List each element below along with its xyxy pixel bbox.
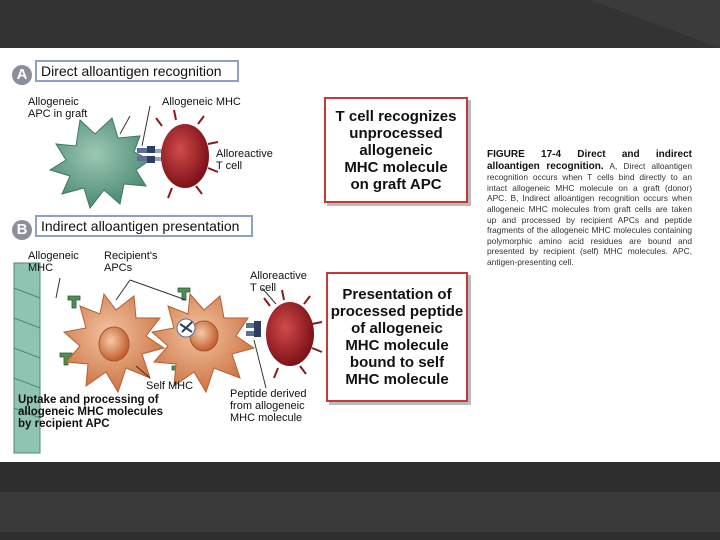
callout-direct: T cell recognizes unprocessed allogeneic… <box>324 97 468 203</box>
label-graft-apc: Allogeneic APC in graft <box>28 96 87 120</box>
leader-apc-a <box>120 116 130 134</box>
panel-a-letter: A <box>12 65 32 85</box>
slide-corner-decoration <box>590 0 720 48</box>
figure-caption: FIGURE 17-4 Direct and indirect alloanti… <box>487 149 692 268</box>
slide-top-band <box>0 0 720 48</box>
panel-a-title: Direct alloantigen recognition <box>35 60 239 82</box>
graft-apc-cell <box>50 118 150 208</box>
callout-indirect-text: Presentation of processed peptide of all… <box>331 286 464 388</box>
alloreactive-tcell-a <box>156 110 218 198</box>
slide-bottom-stripe <box>0 492 720 532</box>
label-alloreactive-tcell-a: Alloreactive T cell <box>216 148 273 172</box>
panel-b-title: Indirect alloantigen presentation <box>35 215 253 237</box>
label-uptake-processing: Uptake and processing of allogeneic MHC … <box>18 394 163 430</box>
callout-direct-text: T cell recognizes unprocessed allogeneic… <box>336 108 457 193</box>
leader-peptide <box>254 340 266 388</box>
label-recipient-apcs: Recipient's APCs <box>104 250 157 274</box>
panel-b-letter: B <box>12 220 32 240</box>
label-allogeneic-mhc-b: Allogeneic MHC <box>28 250 79 274</box>
label-self-mhc: Self MHC <box>146 380 193 392</box>
leader-apcs-b <box>116 280 130 300</box>
label-alloreactive-tcell-b: Alloreactive T cell <box>250 270 307 294</box>
callout-indirect: Presentation of processed peptide of all… <box>326 272 468 402</box>
label-peptide-derived: Peptide derived from allogeneic MHC mole… <box>230 388 306 424</box>
leader-mhc-b <box>56 278 60 298</box>
leader-mhc-a <box>142 106 150 146</box>
recipient-apc-cell-2 <box>152 294 254 392</box>
slide-bottom-band <box>0 462 720 540</box>
self-mhc-peptide-complex <box>246 321 261 337</box>
alloreactive-tcell-b <box>264 290 322 378</box>
caption-text: A, Direct alloantigen recognition occurs… <box>487 161 692 267</box>
figure-slide: A Direct alloantigen recognition Allogen… <box>0 48 720 462</box>
label-allogeneic-mhc-a: Allogeneic MHC <box>162 96 241 108</box>
